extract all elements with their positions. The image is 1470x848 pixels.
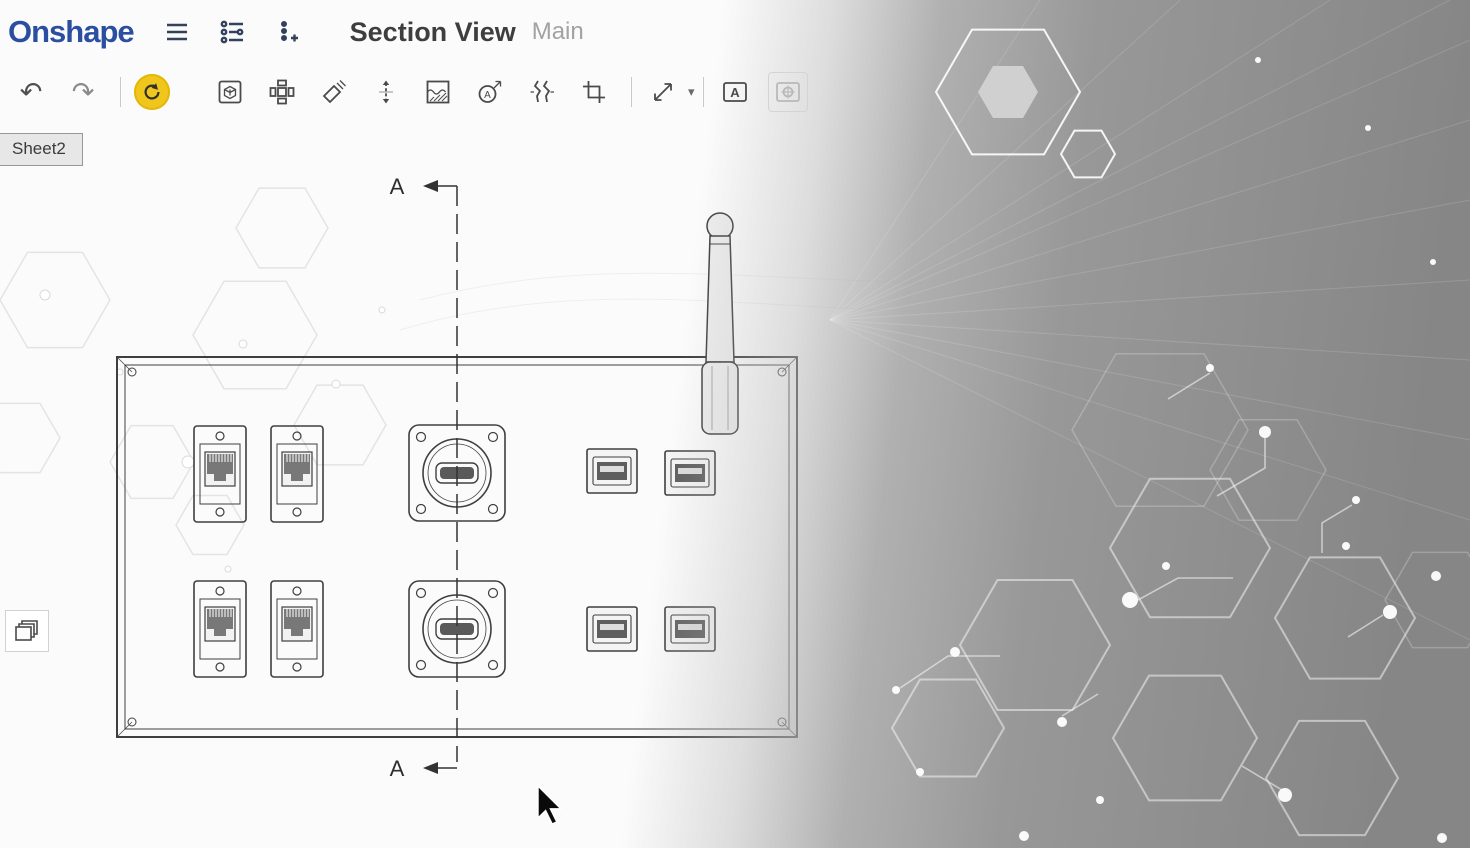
usb-connector[interactable] bbox=[664, 606, 716, 652]
section-label-bottom: A bbox=[390, 756, 405, 781]
section-arrow-bottom bbox=[423, 762, 438, 774]
move-view-icon[interactable] bbox=[367, 73, 405, 111]
auxiliary-view-icon[interactable] bbox=[315, 73, 353, 111]
sheet-annotation-icon[interactable]: A bbox=[716, 73, 754, 111]
toolbar-divider bbox=[631, 77, 632, 107]
main-menu-icon[interactable] bbox=[160, 15, 194, 49]
toolbar-divider bbox=[702, 77, 704, 107]
rj45-connector[interactable] bbox=[270, 580, 324, 678]
drawing-toolbar: ↶ ↷ bbox=[12, 70, 822, 114]
page-subtitle: Main bbox=[531, 18, 584, 45]
detail-view-icon[interactable]: A bbox=[471, 73, 509, 111]
follow-mode-icon[interactable] bbox=[272, 15, 306, 49]
update-drawing-icon[interactable] bbox=[133, 73, 171, 111]
toolbar-divider bbox=[120, 77, 121, 107]
usb-connector[interactable] bbox=[586, 448, 638, 494]
antenna[interactable] bbox=[701, 212, 739, 435]
versions-history-icon[interactable] bbox=[216, 15, 250, 49]
redo-icon[interactable]: ↷ bbox=[71, 76, 95, 107]
dimension-icon[interactable] bbox=[767, 72, 808, 112]
rj45-connector[interactable] bbox=[270, 425, 324, 523]
rj45-connector[interactable] bbox=[193, 580, 247, 678]
svg-text:A: A bbox=[730, 85, 740, 100]
section-arrow-top bbox=[423, 180, 438, 192]
sheets-panel-icon[interactable] bbox=[5, 610, 49, 652]
usb-connector[interactable] bbox=[664, 450, 716, 496]
chevron-down-icon[interactable]: ▾ bbox=[688, 84, 695, 99]
app-header: Onshape Section View Main bbox=[0, 0, 1000, 64]
svg-text:A: A bbox=[484, 90, 491, 101]
break-view-icon[interactable] bbox=[523, 73, 561, 111]
insert-view-icon[interactable] bbox=[211, 73, 249, 111]
crop-view-icon[interactable] bbox=[575, 73, 613, 111]
usb-connector[interactable] bbox=[586, 606, 638, 652]
onshape-logo[interactable]: Onshape bbox=[8, 14, 135, 49]
section-label-top: A bbox=[390, 174, 405, 199]
tab-sheet2[interactable]: Sheet2 bbox=[0, 133, 83, 166]
rj45-connector[interactable] bbox=[193, 425, 247, 523]
page-title: Section View bbox=[349, 16, 516, 47]
undo-icon[interactable]: ↶ bbox=[19, 76, 43, 107]
broken-out-section-icon[interactable] bbox=[419, 73, 457, 111]
fit-view-icon[interactable] bbox=[644, 73, 682, 111]
projected-view-icon[interactable] bbox=[263, 73, 301, 111]
